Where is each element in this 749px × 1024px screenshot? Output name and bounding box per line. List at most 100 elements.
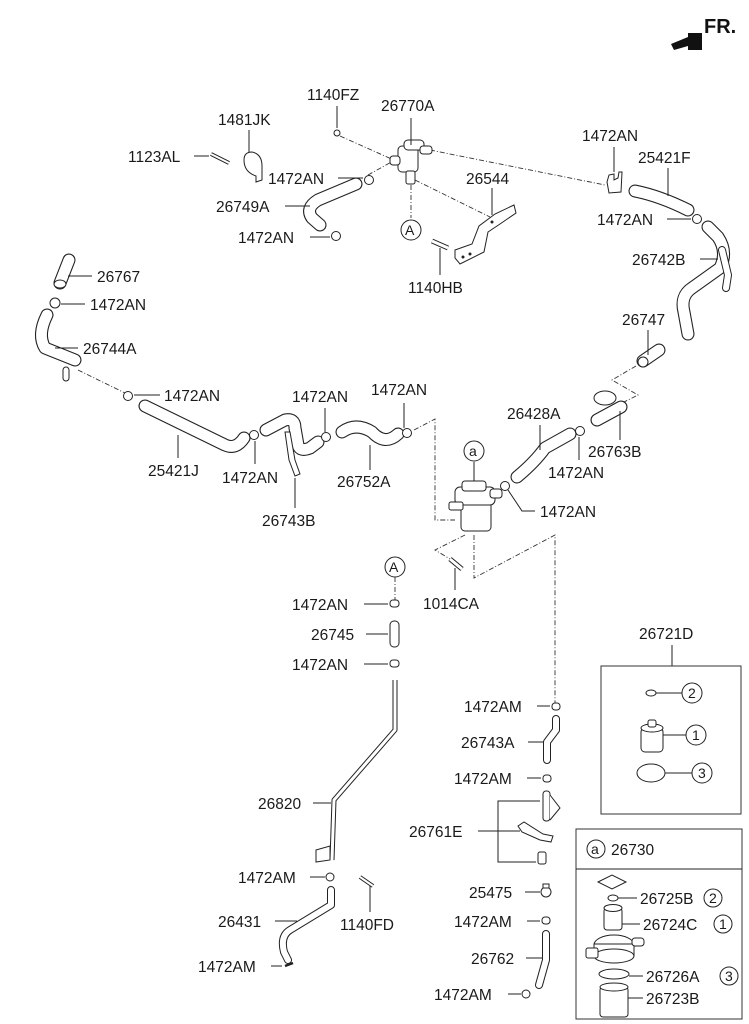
- svg-text:3: 3: [698, 765, 706, 781]
- part-26743B[interactable]: 26743B: [262, 431, 315, 530]
- filter-cap-icon: [596, 874, 628, 890]
- svg-text:A: A: [389, 559, 399, 575]
- svg-text:26762: 26762: [471, 951, 514, 968]
- svg-text:26742B: 26742B: [632, 252, 685, 269]
- part-1140FD[interactable]: 1140FD: [340, 875, 394, 934]
- svg-text:26770A: 26770A: [381, 98, 435, 115]
- assembly-line: [339, 135, 406, 166]
- svg-text:1472AM: 1472AM: [198, 959, 256, 976]
- part-hose-middle[interactable]: [259, 413, 325, 456]
- part-26743A[interactable]: 26743A: [461, 715, 560, 764]
- svg-text:2: 2: [709, 890, 717, 906]
- part-1472AM-right2[interactable]: 1472AM: [454, 771, 552, 788]
- svg-text:a: a: [591, 841, 599, 857]
- svg-text:1140FZ: 1140FZ: [307, 87, 359, 104]
- svg-text:26721D: 26721D: [639, 626, 693, 643]
- svg-text:1472AN: 1472AN: [292, 657, 348, 674]
- assembly-line: [473, 534, 556, 705]
- part-1140HB[interactable]: 1140HB: [408, 238, 463, 297]
- svg-text:1472AN: 1472AN: [222, 470, 278, 487]
- svg-text:26761E: 26761E: [409, 824, 462, 841]
- svg-text:1472AN: 1472AN: [597, 212, 653, 229]
- svg-text:26730: 26730: [611, 842, 654, 859]
- part-1472AM-right1[interactable]: 1472AM: [464, 699, 561, 716]
- part-1472AN-filter-right[interactable]: 1472AN: [548, 426, 604, 483]
- part-1472AN-mid3[interactable]: 1472AN: [371, 382, 427, 438]
- part-1472AN-clip-right[interactable]: 1472AN: [582, 128, 638, 194]
- part-26752A[interactable]: 26752A: [335, 420, 405, 491]
- filter-item-26726A: 26726A 3: [598, 966, 739, 986]
- part-1123AL[interactable]: 1123AL: [128, 149, 230, 166]
- part-1472AN-valve-top[interactable]: 1472AN: [268, 171, 374, 188]
- svg-text:1: 1: [719, 916, 727, 932]
- part-26544[interactable]: 26544: [454, 171, 517, 265]
- assembly-line: [429, 149, 606, 186]
- svg-text:1472AN: 1472AN: [90, 297, 146, 314]
- svg-text:1140HB: 1140HB: [408, 280, 463, 297]
- part-1140FZ[interactable]: 1140FZ: [307, 87, 359, 137]
- svg-text:26544: 26544: [466, 171, 509, 188]
- part-25421J[interactable]: 25421J: [138, 399, 251, 480]
- filter-housing-icon: [585, 934, 645, 964]
- part-1472AN-lower1[interactable]: 1472AN: [292, 597, 400, 614]
- svg-text:26745: 26745: [311, 627, 354, 644]
- svg-text:25475: 25475: [469, 885, 512, 902]
- part-1472AM-right4[interactable]: 1472AM: [434, 987, 531, 1004]
- part-26820[interactable]: 26820: [258, 680, 398, 863]
- part-1472AN-mid2[interactable]: 1472AN: [292, 389, 348, 442]
- part-26762[interactable]: 26762: [471, 930, 550, 989]
- part-1472AM-pipe-end[interactable]: 1472AM: [198, 959, 294, 976]
- svg-text:1472AM: 1472AM: [238, 870, 296, 887]
- part-1472AN-filter-out[interactable]: 1472AN: [500, 481, 597, 522]
- part-1481JK[interactable]: 1481JK: [218, 112, 271, 183]
- part-26749A[interactable]: 26749A: [216, 177, 363, 232]
- part-25421F[interactable]: 25421F: [628, 150, 695, 217]
- part-26761E[interactable]: 26761E: [409, 790, 561, 865]
- filter-box-26730[interactable]: a 26730 26725B 2 26724C 1 26726A: [575, 828, 743, 1020]
- svg-text:1140FD: 1140FD: [340, 917, 394, 934]
- svg-text:26744A: 26744A: [83, 341, 137, 358]
- kit-item-oring: 2: [645, 682, 703, 704]
- svg-text:1472AM: 1472AM: [464, 699, 522, 716]
- part-26744A[interactable]: 26744A: [35, 308, 137, 382]
- part-1472AN-right-hose[interactable]: 1472AN: [597, 212, 702, 229]
- svg-text:a: a: [469, 443, 477, 459]
- part-26742B[interactable]: 26742B: [632, 220, 732, 341]
- ref-A-bottom: A: [384, 556, 406, 578]
- part-1472AN-left-mid[interactable]: 1472AN: [123, 388, 221, 405]
- part-25475[interactable]: 25475: [469, 883, 552, 902]
- part-1472AN-left-top[interactable]: 1472AN: [49, 297, 146, 314]
- part-26747[interactable]: 26747: [622, 312, 666, 368]
- svg-text:1: 1: [692, 727, 700, 743]
- svg-text:26820: 26820: [258, 796, 301, 813]
- part-1472AN-lower2[interactable]: 1472AN: [292, 657, 400, 674]
- filter-item-26725B: 26725B 2: [607, 888, 723, 908]
- part-26767[interactable]: 26767: [53, 253, 140, 290]
- part-26763B[interactable]: 26763B: [588, 390, 641, 461]
- svg-text:1472AN: 1472AN: [292, 389, 348, 406]
- part-1472AN-mid1[interactable]: 1472AN: [222, 430, 278, 488]
- svg-text:1481JK: 1481JK: [218, 112, 271, 129]
- assembly-line: [77, 369, 126, 394]
- svg-text:26749A: 26749A: [216, 199, 270, 216]
- part-26431[interactable]: 26431: [218, 886, 335, 964]
- svg-text:1472AM: 1472AM: [454, 914, 512, 931]
- part-26745[interactable]: 26745: [311, 620, 400, 648]
- kit-box-26721D[interactable]: 26721D 2 1 3: [600, 626, 742, 815]
- part-26428A[interactable]: 26428A: [507, 406, 577, 484]
- part-1472AM-right3[interactable]: 1472AM: [454, 914, 551, 931]
- svg-text:26431: 26431: [218, 914, 261, 931]
- svg-text:1123AL: 1123AL: [128, 149, 181, 166]
- ref-a-filter: a: [463, 440, 485, 462]
- part-1472AN-valve-bottom[interactable]: 1472AN: [238, 230, 341, 247]
- part-fuel-filter-assembly[interactable]: [448, 462, 503, 532]
- part-26770A[interactable]: 26770A: [381, 98, 435, 185]
- svg-text:26743B: 26743B: [262, 513, 315, 530]
- part-1472AM-pipe[interactable]: 1472AM: [238, 870, 335, 887]
- filter-item-26723B: 26723B: [599, 982, 699, 1018]
- svg-text:2: 2: [688, 685, 696, 701]
- svg-text:1014CA: 1014CA: [423, 596, 480, 613]
- part-1014CA[interactable]: 1014CA: [423, 557, 480, 613]
- svg-text:26752A: 26752A: [337, 474, 391, 491]
- svg-text:1472AM: 1472AM: [454, 771, 512, 788]
